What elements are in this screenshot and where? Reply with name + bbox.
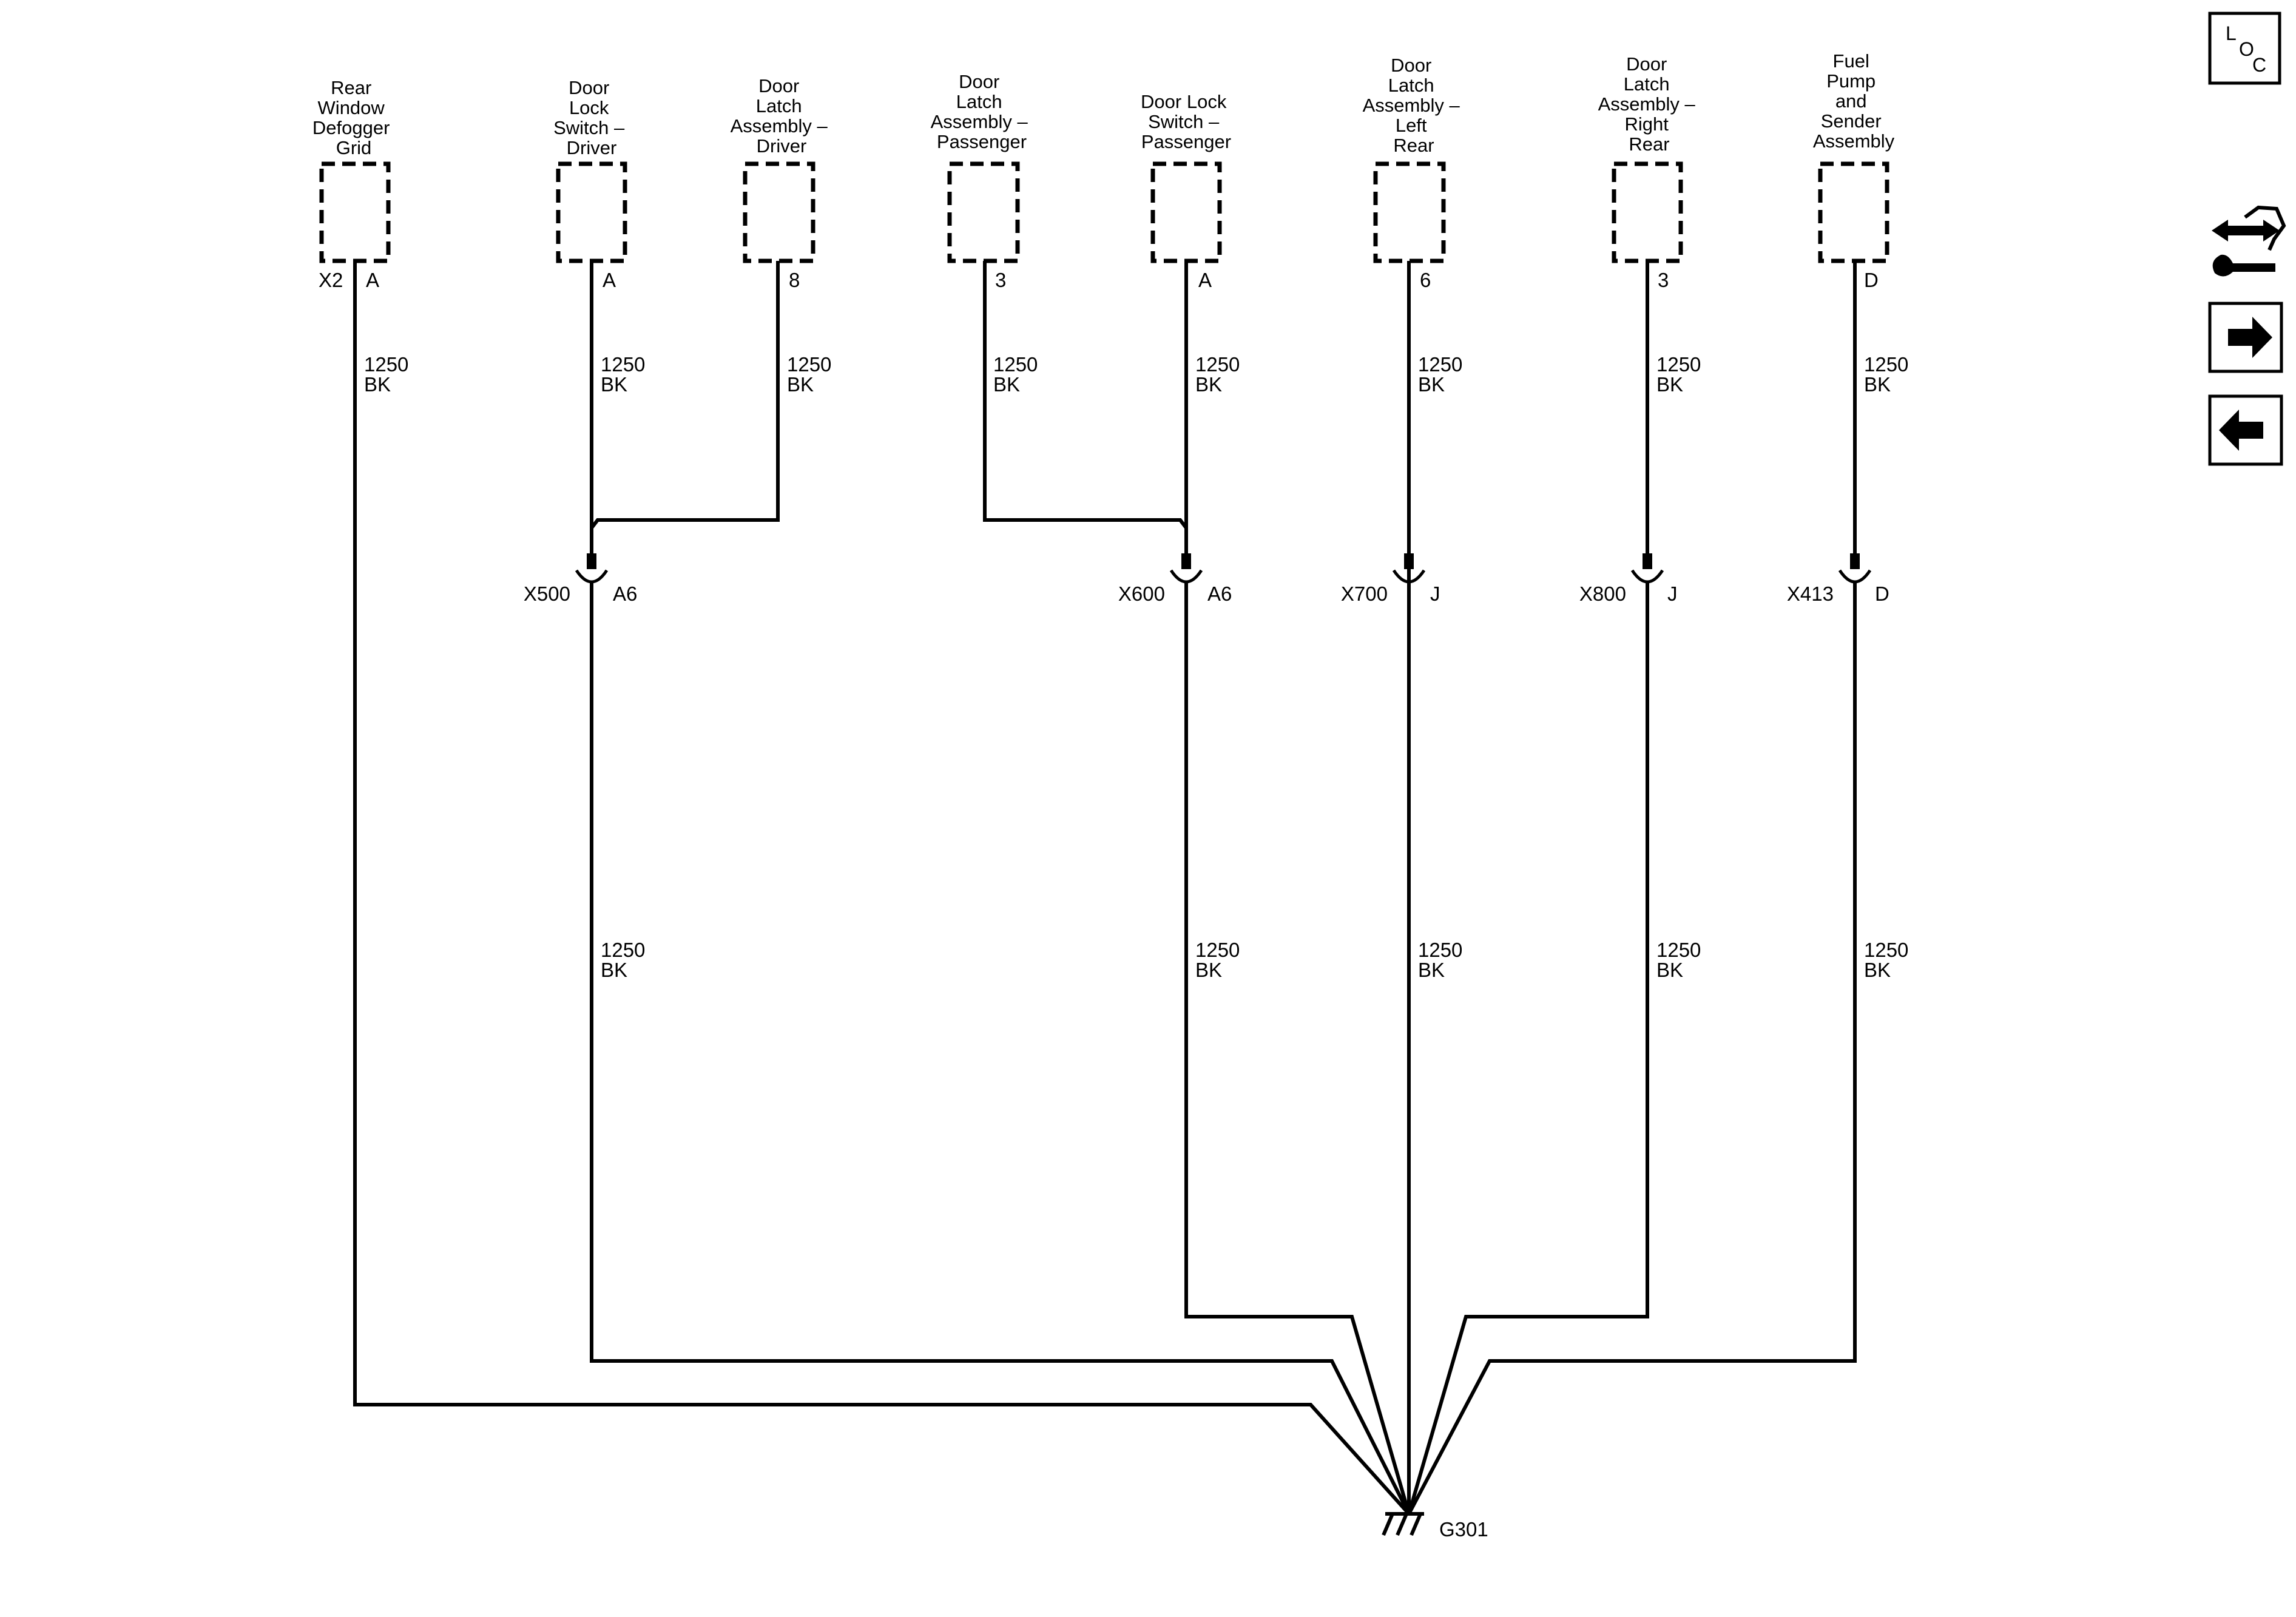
wire-x500-lower [590,581,1411,1515]
component-box-dls-drv [556,161,627,263]
pin-label-dla-pass: 3 [995,269,1006,291]
pin-label-dla-rr: 3 [1658,269,1669,291]
component-name-dla-lr: Door Latch Assembly – Left Rear [1363,55,1465,156]
inline-connector-x413 [1838,553,1872,584]
pin-label-dla-lr: 6 [1420,269,1431,291]
pin-labels: X2 A A 8 3 A 6 3 D [319,269,1879,291]
component-name-dls-drv: Door Lock Switch – Driver [553,77,630,158]
pin-label-dla-drv: 8 [789,269,800,291]
ground-icon [1382,1512,1424,1536]
next-arrow-icon[interactable] [2208,302,2283,373]
connector-pin-x800: J [1667,582,1678,605]
component-box-dla-drv [743,161,815,263]
wire-defog [353,261,1411,1516]
connector-name-x500: X500 [524,582,570,605]
component-boxes [319,161,1889,263]
inline-connectors [575,553,1872,584]
ground-g301: G301 [1382,1512,1488,1541]
wire-dla-pass-upper [983,261,1188,529]
wires [353,261,1857,1516]
component-box-defog [319,161,391,263]
connector-pin-x500: A6 [613,582,637,605]
inline-connector-x600 [1169,553,1203,584]
connector-pin-x600: A6 [1207,582,1232,605]
component-labels: Rear Window Defogger Grid Door Lock Swit… [312,50,1895,158]
loc-letter-l: L [2226,22,2237,44]
connector-name-x413: X413 [1787,582,1834,605]
inline-connector-x500 [575,553,609,584]
component-name-dla-pass: Door Latch Assembly – Passenger [931,71,1033,152]
ground-label: G301 [1439,1518,1488,1541]
component-name-dla-drv: Door Latch Assembly – Driver [731,75,833,157]
component-name-fuel: Fuel Pump and Sender Assembly [1813,50,1895,152]
connector-pin-x700: J [1430,582,1440,605]
wire-x800-lower [1407,581,1649,1514]
loc-letter-c: C [2252,54,2266,76]
pin-label-fuel: D [1864,269,1879,291]
wire-dla-drv-upper [590,261,780,529]
nav-icons: L O C [2208,12,2286,466]
component-box-dla-pass [947,161,1020,263]
wire-x600-lower [1184,581,1411,1514]
pin-label-defog: A [366,269,379,291]
component-name-dls-pass: Door Lock Switch – Passenger [1141,91,1232,152]
connector-name-x800: X800 [1579,582,1626,605]
inline-connector-x700 [1392,553,1426,584]
connector-pin-x413: D [1875,582,1889,605]
component-box-fuel [1818,161,1889,263]
component-box-dla-lr [1373,161,1446,263]
previous-arrow-icon[interactable] [2208,394,2283,466]
pin-label-dls-drv: A [603,269,616,291]
inline-connector-labels: X500 A6 X600 A6 X700 J X800 J X413 D [524,582,1889,605]
connector-label-x2: X2 [319,269,343,291]
component-name-dla-rr: Door Latch Assembly – Right Rear [1598,53,1701,155]
schematic-navigation-icon[interactable] [2212,205,2286,277]
inline-connector-x800 [1630,553,1664,584]
connector-name-x600: X600 [1118,582,1165,605]
component-box-dla-rr [1612,161,1683,263]
wire-x413-lower [1407,581,1857,1515]
connector-name-x700: X700 [1341,582,1388,605]
loc-letter-o: O [2239,38,2254,60]
component-box-dls-pass [1150,161,1222,263]
loc-button[interactable]: L O C [2208,12,2281,85]
component-name-defog: Rear Window Defogger Grid [312,77,395,158]
pin-label-dls-pass: A [1198,269,1212,291]
